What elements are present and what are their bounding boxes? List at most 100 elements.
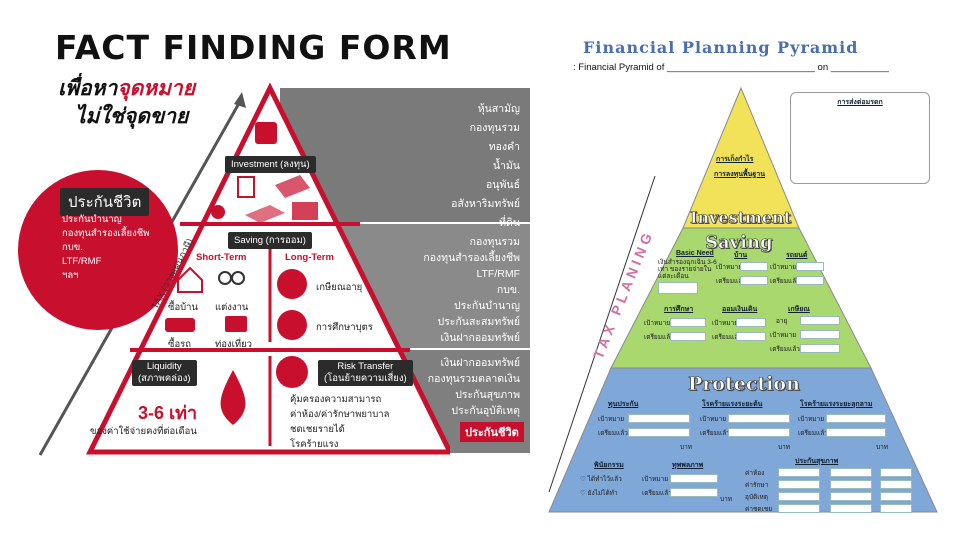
- risk-title: Risk Transfer: [337, 361, 394, 372]
- saved-label: เตรียมแล้ว: [798, 430, 828, 437]
- life-item: กองทุนสำรองเลี้ยงชีพ: [62, 228, 150, 239]
- age-label: อายุ: [776, 318, 788, 325]
- retire-target-field[interactable]: [800, 330, 840, 339]
- travel-saved-field[interactable]: [736, 332, 766, 341]
- long-item: เกษียณอายุ: [316, 282, 363, 293]
- legacy-box: การส่งต่อมรดก: [790, 92, 930, 184]
- car-saved-field[interactable]: [796, 276, 824, 285]
- protection-level: Protection: [688, 373, 800, 396]
- health-field[interactable]: [778, 504, 820, 513]
- health-row: อุบัติเหตุ: [745, 494, 768, 501]
- health-field[interactable]: [830, 492, 872, 501]
- health-field[interactable]: [830, 504, 872, 513]
- health-field[interactable]: [778, 480, 820, 489]
- risk-items: คุ้มครองความสามารถ ค่าห้อง/ค่ารักษาพยาบา…: [290, 392, 389, 452]
- liquidity-desc: ของค่าใช้จ่ายคงที่ต่อเดือน: [90, 426, 197, 437]
- saving-label: Saving (การออม): [228, 232, 312, 249]
- critical1-saved-field[interactable]: [728, 428, 790, 437]
- liquidity-title: Liquidity: [146, 361, 182, 372]
- critical1-target-field[interactable]: [728, 414, 790, 423]
- health-field[interactable]: [778, 468, 820, 477]
- protect-item: ประกันอุบัติเหตุ: [451, 405, 520, 417]
- retire-age-field[interactable]: [800, 316, 840, 325]
- liquidity-sub: (สภาพคล่อง): [138, 373, 191, 384]
- travel-target-field[interactable]: [736, 318, 766, 327]
- capital-saved-field[interactable]: [628, 428, 690, 437]
- short-item: ท่องเที่ยว: [215, 339, 253, 350]
- target-label: เป้าหมาย: [770, 332, 797, 339]
- short-term-label: Short-Term: [196, 252, 247, 263]
- target-label: เป้าหมาย: [770, 264, 797, 271]
- health-field[interactable]: [830, 480, 872, 489]
- retire-label: เกษียณ: [788, 306, 810, 313]
- saved-label: เตรียมแล้ว: [642, 490, 672, 497]
- house-label: บ้าน: [734, 252, 748, 259]
- will-opt1-text: ได้ทำไว้แล้ว: [587, 476, 622, 483]
- baht-label: บาท: [876, 444, 889, 451]
- basic-need-field[interactable]: [658, 282, 698, 294]
- life-insurance-list: ประกันบำนาญ กองทุนสำรองเลี้ยงชีพ กบข. LT…: [62, 213, 172, 283]
- education-target-field[interactable]: [670, 318, 706, 327]
- saving-level: Saving: [705, 232, 773, 254]
- house-saved-field[interactable]: [740, 276, 768, 285]
- target-label: เป้าหมาย: [712, 320, 739, 327]
- disability-target-field[interactable]: [670, 474, 718, 483]
- health-field[interactable]: [880, 468, 912, 477]
- travel-label: ออมเงินเดิน: [722, 306, 758, 313]
- saved-label: เตรียมแล้ว: [716, 278, 746, 285]
- education-saved-field[interactable]: [670, 332, 706, 341]
- target-label: เป้าหมาย: [644, 320, 671, 327]
- investment-item: อนุพันธ์: [486, 179, 520, 191]
- risk-transfer-label: Risk Transfer (โอนย้ายความเสี่ยง): [318, 360, 413, 386]
- protect-list: เงินฝากออมทรัพย์ กองทุนรวมตลาดเงิน ประกั…: [400, 355, 520, 419]
- investment-label: Investment (ลงทุน): [225, 156, 316, 173]
- capital-target-field[interactable]: [628, 414, 690, 423]
- saving-item: เงินฝากออมทรัพย์: [440, 332, 520, 344]
- risk-item: คุ้มครองความสามารถ: [290, 394, 382, 405]
- short-item: ซื้อรถ: [168, 339, 192, 350]
- health-label: ประกันสุขภาพ: [795, 458, 839, 465]
- investment-item: กองทุนรวม: [469, 122, 520, 134]
- critical2-label: โรคร้ายแรงระยะลุกลาม: [800, 401, 873, 408]
- critical2-saved-field[interactable]: [826, 428, 886, 437]
- health-field[interactable]: [880, 492, 912, 501]
- subtitle-line1: เพื่อหาจุดหมาย: [58, 72, 195, 105]
- house-target-field[interactable]: [740, 262, 768, 271]
- saving-list: กองทุนรวม กองทุนสำรองเลี้ยงชีพ LTF/RMF ก…: [400, 234, 520, 346]
- retire-saved-field[interactable]: [800, 344, 840, 353]
- health-field[interactable]: [830, 468, 872, 477]
- life-item: LTF/RMF: [62, 256, 102, 267]
- investment-item: ที่ดิน: [499, 217, 520, 229]
- saving-item: LTF/RMF: [476, 268, 520, 280]
- will-option-notdone[interactable]: ♡ ยังไม่ได้ทำ: [580, 490, 618, 497]
- risk-sub: (โอนย้ายความเสี่ยง): [324, 373, 407, 384]
- health-field[interactable]: [778, 492, 820, 501]
- target-label: เป้าหมาย: [700, 416, 727, 423]
- critical2-target-field[interactable]: [826, 414, 886, 423]
- will-option-done[interactable]: ♡ ได้ทำไว้แล้ว: [580, 476, 622, 483]
- subtitle-highlight: จุดหมาย: [117, 76, 196, 100]
- short-item: แต่งงาน: [215, 302, 249, 313]
- health-row: ค่าชดเชย: [745, 506, 773, 513]
- investment-item: หุ้นสามัญ: [477, 103, 520, 115]
- saving-item: กองทุนสำรองเลี้ยงชีพ: [423, 252, 520, 264]
- basic-need-label: Basic Need: [676, 250, 714, 257]
- saving-item: ประกันสะสมทรัพย์: [437, 316, 521, 328]
- baht-label: บาท: [720, 496, 733, 503]
- target-label: เป้าหมาย: [598, 416, 625, 423]
- health-field[interactable]: [880, 480, 912, 489]
- risk-item: ชดเชยรายได้: [290, 424, 345, 435]
- baht-label: บาท: [680, 444, 693, 451]
- disability-saved-field[interactable]: [670, 488, 718, 497]
- protect-item: กองทุนรวมตลาดเงิน: [427, 373, 520, 385]
- health-field[interactable]: [880, 504, 912, 513]
- car-label: รถยนต์: [786, 252, 808, 259]
- will-label: พินัยกรรม: [594, 462, 624, 469]
- fp-title: Financial Planning Pyramid: [583, 38, 859, 57]
- investment-item: ทองคำ: [488, 141, 520, 153]
- short-item: ซื้อบ้าน: [168, 302, 199, 313]
- investment-level: Investment: [690, 208, 792, 228]
- saved-label: เตรียมแล้ว: [598, 430, 628, 437]
- life-item: กบข.: [62, 242, 83, 253]
- car-target-field[interactable]: [796, 262, 824, 271]
